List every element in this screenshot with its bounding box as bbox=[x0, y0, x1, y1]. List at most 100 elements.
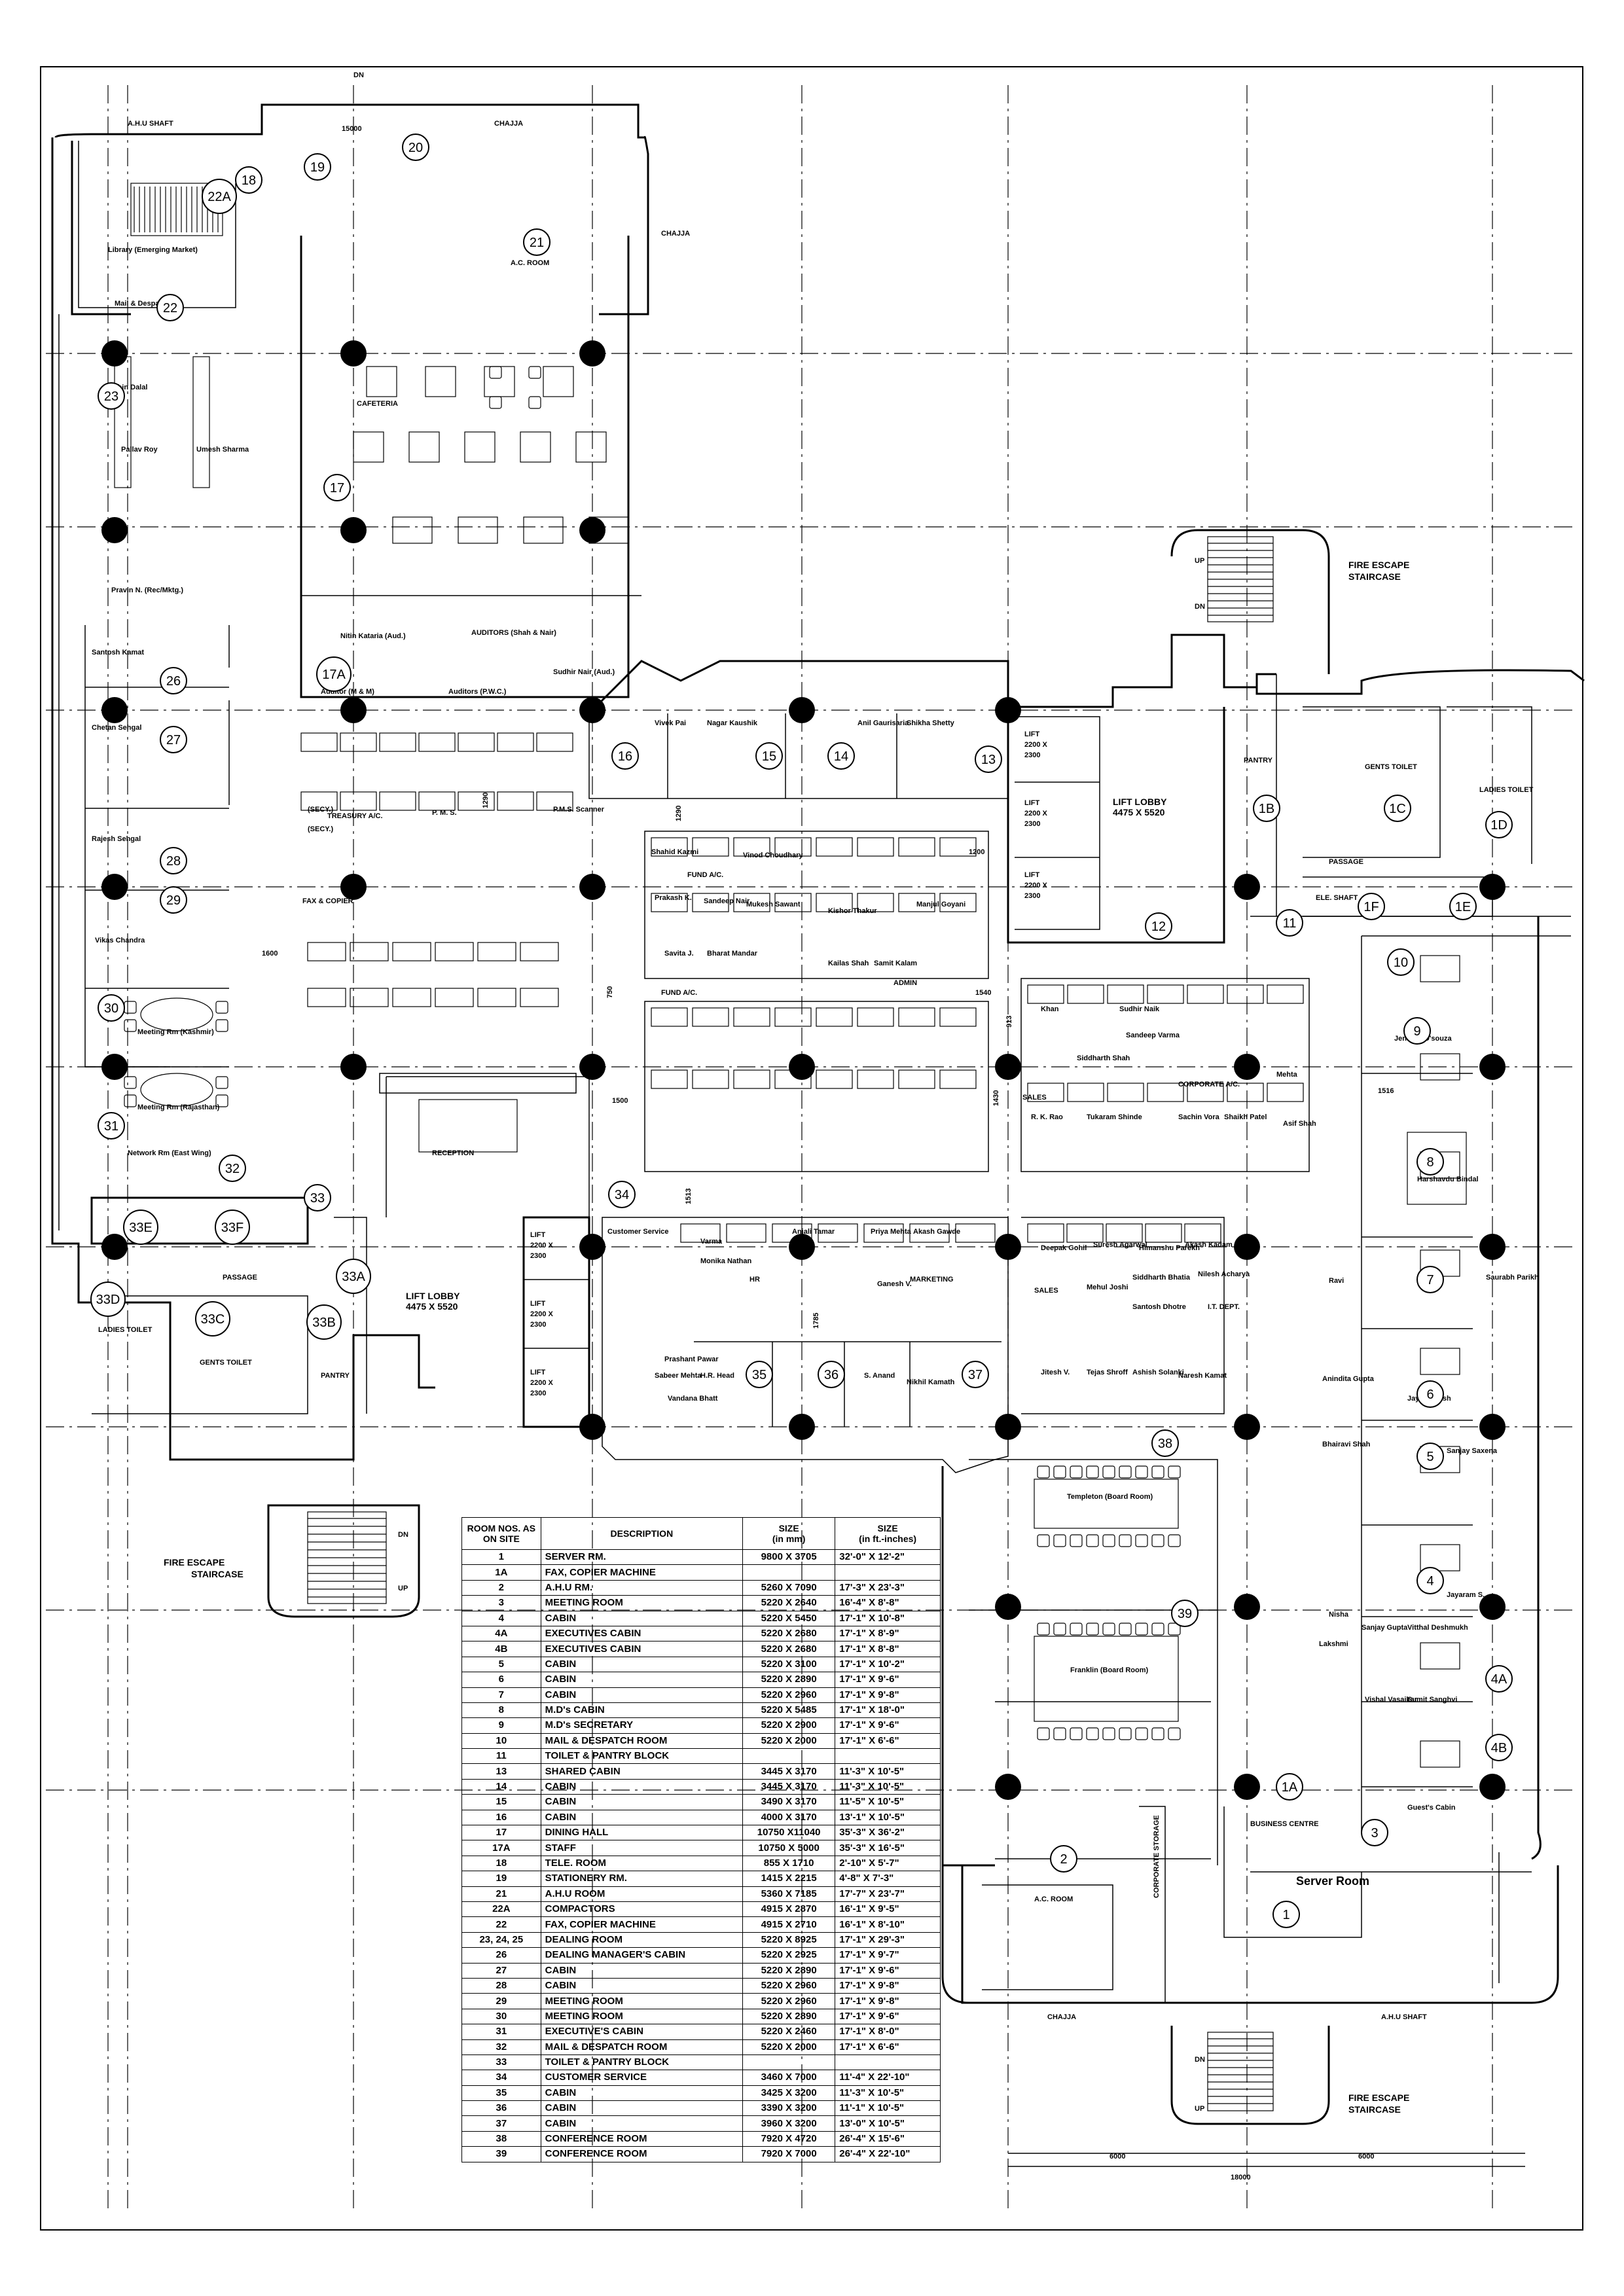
chair bbox=[1135, 1727, 1148, 1740]
desk bbox=[435, 988, 474, 1007]
size-mm-cell: 3960 X 3200 bbox=[742, 2115, 836, 2132]
size-ft-cell: 2'-10" X 5'-7" bbox=[835, 1855, 941, 1872]
description-cell: MEETING ROOM bbox=[540, 2008, 744, 2025]
area-label-gents-toilet-left: GENTS TOILET bbox=[200, 1359, 252, 1367]
lift-car-label-line: LIFT bbox=[530, 1300, 545, 1308]
area-label-treasury: TREASURY A/C. bbox=[327, 812, 383, 820]
area-label-hr: HR bbox=[749, 1276, 760, 1283]
occupant-name: Lakshmi bbox=[1319, 1640, 1348, 1648]
area-label-auditors: AUDITORS (Shah & Nair) bbox=[471, 629, 556, 637]
desk bbox=[898, 837, 935, 857]
occupant-name: Vishal Vasaikar bbox=[1365, 1696, 1418, 1704]
room-number: 22A bbox=[208, 190, 231, 204]
room-tag-circle bbox=[160, 847, 187, 874]
sheet-border bbox=[40, 66, 1583, 2231]
room-number: 39 bbox=[1178, 1607, 1192, 1621]
room-tag-circle bbox=[215, 1210, 250, 1245]
description-cell: STAFF bbox=[540, 1840, 744, 1856]
room-number: 36 bbox=[824, 1368, 839, 1382]
size-ft-cell: 17'-1" X 8'-9" bbox=[835, 1625, 941, 1642]
size-ft-cell: 17'-1" X 9'-8" bbox=[835, 1993, 941, 2009]
meeting-tables bbox=[140, 997, 1467, 1722]
room-tag-circle bbox=[1171, 1600, 1199, 1627]
desk bbox=[774, 893, 812, 912]
column bbox=[579, 1054, 605, 1080]
dimension-value: 1290 bbox=[675, 806, 683, 821]
occupant-name: Mehul Joshi bbox=[1087, 1283, 1128, 1291]
column bbox=[579, 517, 605, 543]
size-ft-cell: 17'-1" X 9'-6" bbox=[835, 1962, 941, 1979]
size-mm-cell: 5220 X 2890 bbox=[742, 1672, 836, 1688]
column bbox=[789, 1234, 815, 1260]
room-no-cell: 33 bbox=[461, 2054, 541, 2071]
desk bbox=[898, 1069, 935, 1089]
header-description: DESCRIPTION bbox=[540, 1517, 744, 1550]
dn-top: DN bbox=[353, 71, 364, 79]
occupant-name: Vinod Choudhary bbox=[743, 852, 803, 859]
occupant-name: Manjul Goyani bbox=[916, 901, 965, 908]
column bbox=[579, 874, 605, 900]
room-tag-circle bbox=[827, 742, 855, 770]
size-ft-cell bbox=[835, 2054, 941, 2071]
lift-car-label-line: 2300 bbox=[530, 1321, 546, 1329]
desk bbox=[733, 837, 770, 857]
desk bbox=[340, 732, 377, 752]
area-label-mail: Mail & Despatch bbox=[115, 300, 170, 308]
desk bbox=[477, 942, 516, 961]
column bbox=[1234, 1774, 1260, 1800]
room-tag-circle bbox=[1416, 1148, 1444, 1175]
description-cell: M.D's CABIN bbox=[540, 1702, 744, 1719]
occupant-name: Pallav Roy bbox=[121, 446, 158, 454]
room-number: 9 bbox=[1413, 1024, 1420, 1039]
column bbox=[1479, 1234, 1506, 1260]
area-label-franklin: Franklin (Board Room) bbox=[1070, 1666, 1149, 1674]
lift-car-label-line: 2300 bbox=[1024, 751, 1040, 759]
description-cell: MEETING ROOM bbox=[540, 1993, 744, 2009]
right-wing-walls bbox=[941, 529, 1585, 2004]
occupant-name: Shahid Kazmi bbox=[651, 848, 698, 856]
desk bbox=[772, 1223, 812, 1243]
desk bbox=[939, 1007, 977, 1027]
room-no-cell: 31 bbox=[461, 2024, 541, 2040]
area-label-fund-ac-2: FUND A/C. bbox=[661, 989, 697, 997]
desk bbox=[726, 1223, 767, 1243]
desk bbox=[536, 791, 573, 811]
desk bbox=[392, 942, 431, 961]
column bbox=[579, 1234, 605, 1260]
size-mm-cell: 855 X 1710 bbox=[742, 1855, 836, 1872]
occupant-name: Sudhir Nair (Aud.) bbox=[553, 668, 615, 676]
room-number: 35 bbox=[752, 1368, 767, 1382]
desk bbox=[1066, 1223, 1104, 1243]
room-number: 38 bbox=[1158, 1437, 1172, 1451]
room-tag-circle bbox=[160, 667, 187, 694]
size-mm-cell: 3425 X 3200 bbox=[742, 2085, 836, 2102]
room-no-cell: 39 bbox=[461, 2146, 541, 2162]
size-mm-cell: 5220 X 5485 bbox=[742, 1702, 836, 1719]
room-tag-circle bbox=[219, 1155, 246, 1182]
size-mm-cell: 5220 X 2890 bbox=[742, 1962, 836, 1979]
occupant-name: Varma bbox=[700, 1238, 723, 1246]
room-tag-circle bbox=[746, 1361, 773, 1388]
area-label-business-centre: BUSINESS CENTRE bbox=[1250, 1820, 1319, 1828]
size-ft-cell: 11'-3" X 10'-5" bbox=[835, 1763, 941, 1780]
stair-label-bottom-1: FIRE ESCAPE bbox=[1348, 2092, 1409, 2103]
occupant-name: Anjali Tamar bbox=[792, 1228, 835, 1236]
chair bbox=[1102, 1534, 1115, 1547]
size-mm-cell: 5260 X 7090 bbox=[742, 1579, 836, 1596]
dimension-value: 1540 bbox=[975, 989, 991, 997]
size-ft-cell: 11'-3" X 10'-5" bbox=[835, 2085, 941, 2102]
occupant-name: Auditors (P.W.C.) bbox=[448, 688, 507, 696]
dimension-value: 1600 bbox=[262, 950, 278, 958]
room-tag-circle bbox=[306, 1304, 342, 1340]
chair bbox=[215, 1076, 228, 1089]
size-ft-cell: 17'-1" X 6'-6" bbox=[835, 1732, 941, 1749]
